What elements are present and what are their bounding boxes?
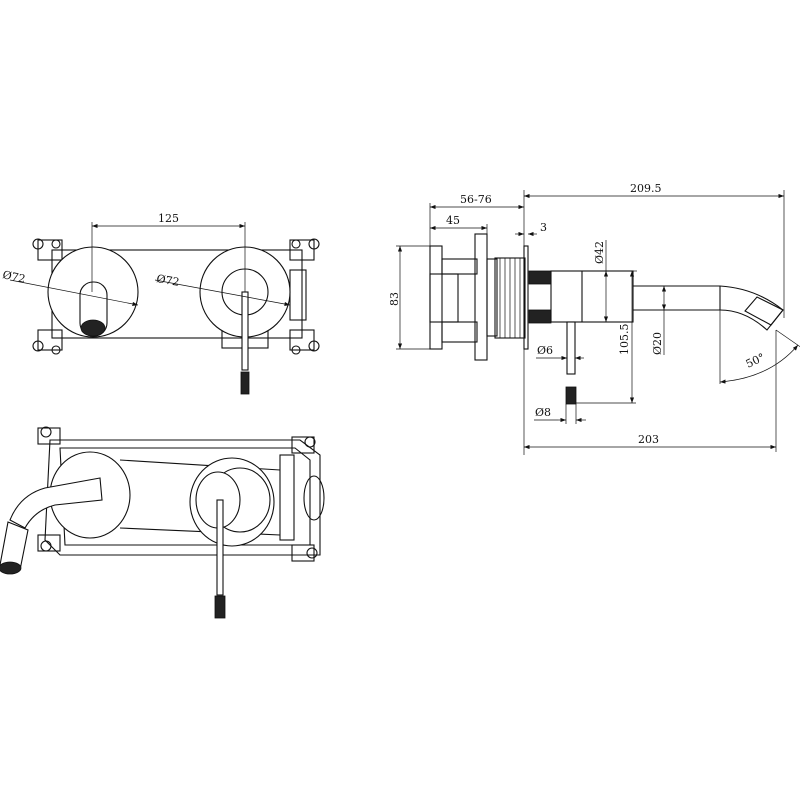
lever-tip	[240, 371, 250, 395]
dim-height-label: 83	[388, 292, 401, 306]
mixer-body-side	[550, 270, 634, 323]
dim-rosette-label: Ø42	[593, 241, 606, 264]
dim-body-depth-label: 45	[446, 214, 460, 227]
dim-plate-label: 3	[540, 221, 547, 234]
front-view: 125 Ø72 Ø72	[1, 212, 320, 395]
dim-left-rosette-label: Ø72	[1, 268, 26, 286]
dim-lever-drop-label: 105.5	[618, 324, 631, 356]
thread	[494, 257, 526, 339]
spout	[633, 285, 784, 331]
back-box	[429, 245, 443, 350]
dim-spout-label: Ø20	[651, 332, 664, 355]
dim-wall-depth-label: 56-76	[460, 193, 492, 206]
dim-right-rosette-label: Ø72	[155, 272, 180, 289]
side-view: 209.5 56-76 45 3 83 Ø42 105.5 Ø20 Ø6 Ø8 …	[388, 182, 800, 455]
isometric-view	[0, 426, 325, 619]
dim-projection-label: 203	[638, 433, 659, 446]
dim-lever-label: Ø6	[537, 344, 553, 357]
lever-side	[566, 321, 576, 375]
iso-frame	[44, 439, 321, 556]
dim-width-label: 125	[158, 212, 179, 225]
dim-angle-label: 50°	[744, 351, 767, 371]
iso-lever	[216, 499, 224, 596]
dim-lever-tip-label: Ø8	[535, 406, 551, 419]
iso-lever-tip	[214, 595, 226, 619]
lever-handle	[241, 291, 249, 371]
aerator	[80, 319, 106, 337]
dim-overall-length-label: 209.5	[630, 182, 662, 195]
lever-tip-side	[565, 386, 577, 405]
iso-spout	[9, 477, 103, 529]
